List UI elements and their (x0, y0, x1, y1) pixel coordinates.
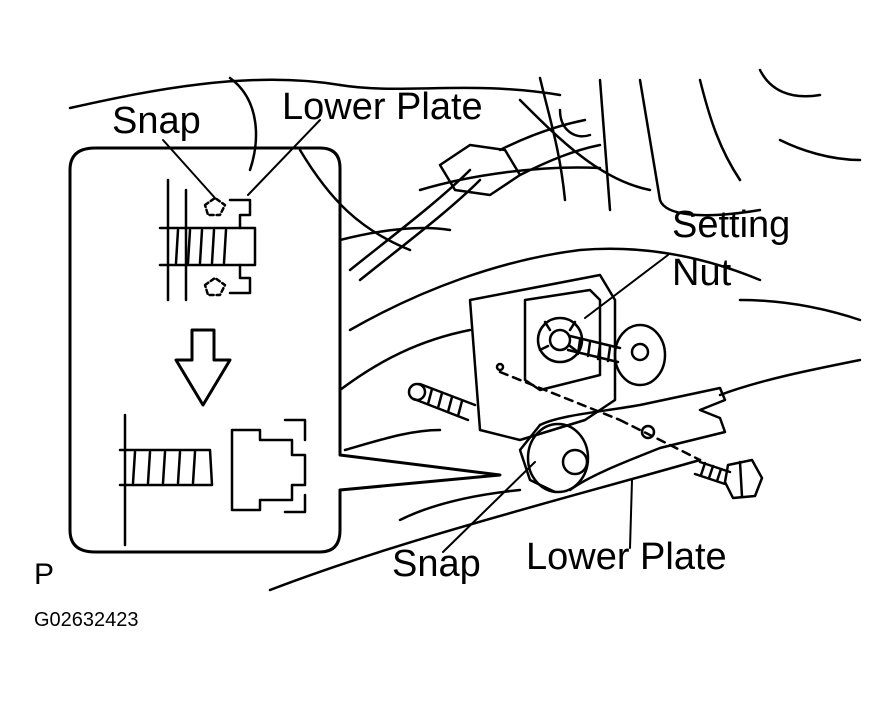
figure-id: G02632423 (34, 609, 139, 631)
lower-plate-label-bottom: Lower Plate (526, 536, 727, 578)
snap-label-bottom: Snap (392, 543, 481, 585)
down-arrow-icon (174, 328, 232, 407)
view-letter: P (34, 558, 55, 591)
setting-nut-assembly (536, 316, 667, 387)
leader-lines (162, 119, 669, 553)
bolt (693, 458, 764, 500)
detail-inset (68, 146, 502, 554)
background-linework (68, 68, 862, 592)
mounting-bracket (468, 273, 617, 442)
snap-label-top: Snap (112, 100, 201, 142)
setting-nut-label-line2: Nut (672, 252, 732, 294)
stud-bolt (407, 362, 505, 422)
lower-plate-part (498, 370, 727, 494)
setting-nut-label-line1: Setting (672, 204, 791, 246)
lower-plate-label-top: Lower Plate (282, 86, 483, 128)
